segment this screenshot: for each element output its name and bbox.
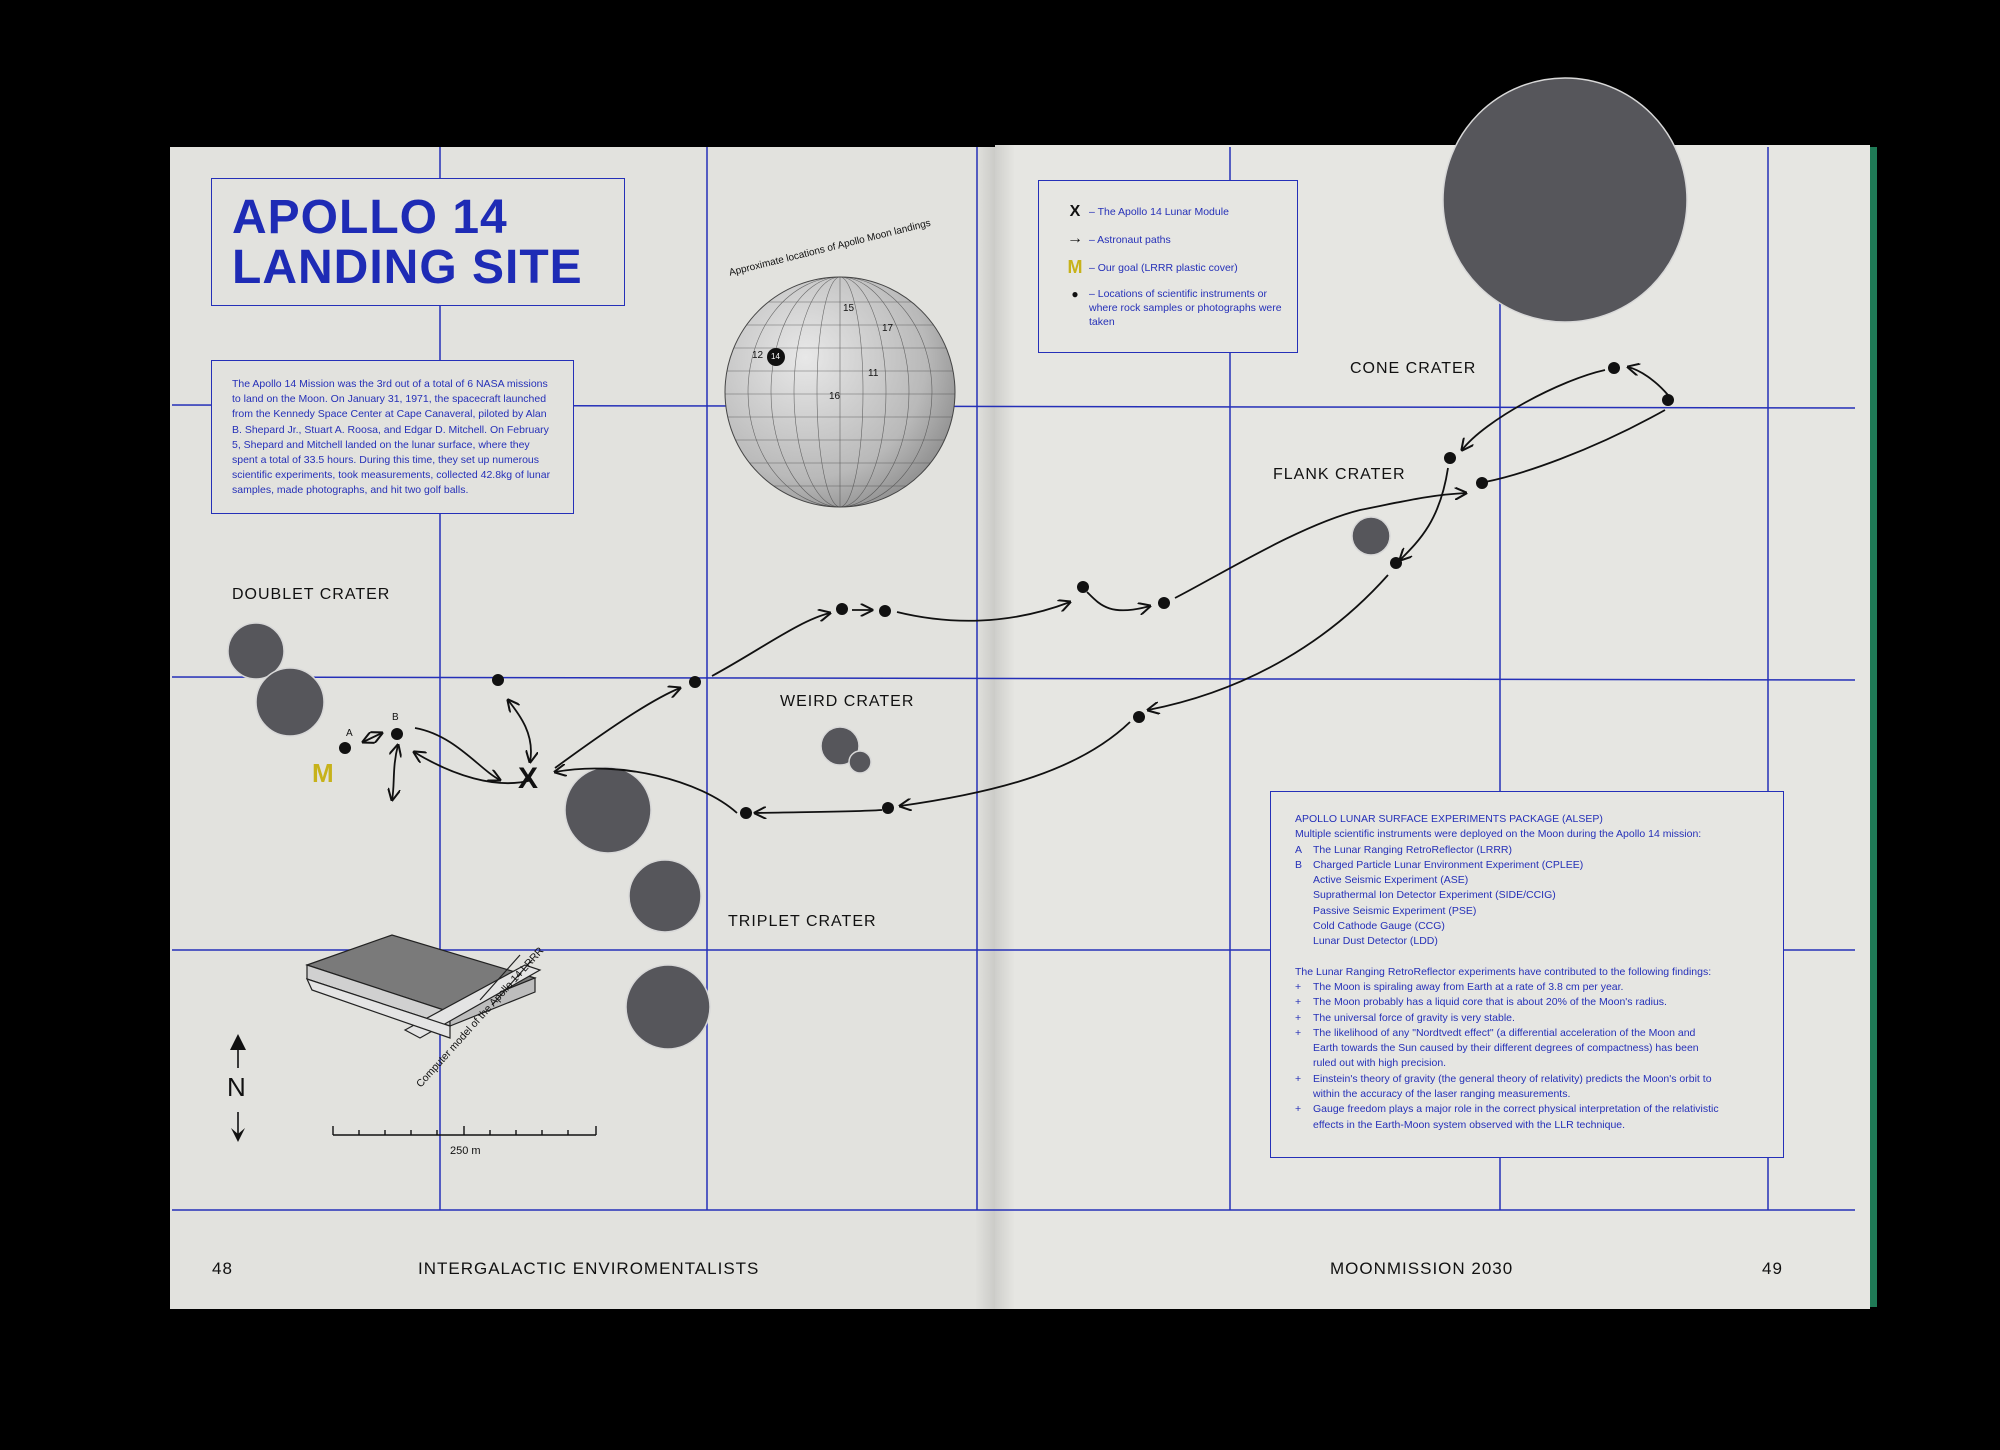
flank-crater-shape	[1351, 516, 1391, 556]
cone-crater-shape	[1442, 77, 1688, 323]
finding-item: +Gauge freedom plays a major role in the…	[1295, 1103, 1719, 1131]
scale-bar	[332, 1126, 597, 1136]
flank-crater-label: FLANK CRATER	[1273, 466, 1406, 483]
finding-item: +The likelihood of any "Nordtvedt effect…	[1295, 1026, 1699, 1070]
weird-crater-shape	[820, 726, 860, 766]
path-arrow-icon: →	[1067, 230, 1083, 247]
doublet-crater-label: DOUBLET CRATER	[232, 586, 391, 603]
goal-m-marker: M	[312, 758, 334, 788]
north-arrow	[230, 1034, 246, 1142]
station-a-label: A	[346, 728, 353, 739]
station-b-dot	[391, 728, 403, 740]
legend-item: – Locations of scientific instruments or…	[1089, 288, 1282, 328]
moon-globe	[724, 276, 956, 508]
weird-crater-label: WEIRD CRATER	[780, 693, 915, 710]
alsep-heading: APOLLO LUNAR SURFACE EXPERIMENTS PACKAGE…	[1295, 813, 1603, 825]
findings-intro: The Lunar Ranging RetroReflector experim…	[1295, 965, 1712, 978]
doublet-crater-shape	[255, 667, 325, 737]
weird-crater-shape	[848, 750, 872, 774]
doublet-crater-shape	[227, 622, 285, 680]
alsep-box: APOLLO LUNAR SURFACE EXPERIMENTS PACKAGE…	[1270, 791, 1784, 1158]
globe-site-16: 16	[829, 391, 841, 402]
intro-box: The Apollo 14 Mission was the 3rd out of…	[211, 360, 574, 514]
instrument-item: Passive Seismic Experiment (PSE)	[1313, 904, 1477, 917]
finding-item: +The Moon probably has a liquid core tha…	[1295, 996, 1667, 1009]
alsep-intro: Multiple scientific instruments were dep…	[1295, 828, 1702, 841]
page-title: APOLLO 14 LANDING SITE	[232, 191, 583, 294]
legend-item: – The Apollo 14 Lunar Module	[1089, 206, 1229, 218]
finding-item: +The universal force of gravity is very …	[1295, 1011, 1515, 1024]
page-number-left: 48	[212, 1259, 233, 1278]
finding-item: +Einstein's theory of gravity (the gener…	[1295, 1072, 1712, 1101]
title-box: APOLLO 14 LANDING SITE	[211, 178, 625, 306]
triplet-crater-shape	[628, 859, 702, 933]
instrument-item: Lunar Dust Detector (LDD)	[1313, 935, 1438, 948]
page-number-right: 49	[1762, 1259, 1783, 1278]
triplet-crater-shape	[625, 964, 711, 1050]
astronaut-paths	[363, 367, 1669, 813]
globe-site-15: 15	[843, 303, 855, 314]
station-dot-icon: ●	[1071, 287, 1079, 301]
north-label: N	[227, 1072, 247, 1102]
instrument-item: Cold Cathode Gauge (CCG)	[1313, 920, 1445, 933]
cone-crater-label: CONE CRATER	[1350, 360, 1477, 377]
lunar-module-x-marker: X	[518, 762, 539, 795]
finding-item: +The Moon is spiraling away from Earth a…	[1295, 980, 1624, 993]
globe-site-11: 11	[868, 368, 879, 379]
legend-item: – Our goal (LRRR plastic cover)	[1089, 262, 1238, 274]
lrrr-model	[305, 934, 542, 1039]
station-b-label: B	[392, 712, 399, 723]
triplet-crater-label: TRIPLET CRATER	[728, 913, 877, 930]
instrument-item: Suprathermal Ion Detector Experiment (SI…	[1313, 889, 1556, 902]
legend-item: – Astronaut paths	[1089, 234, 1171, 246]
globe-site-17: 17	[882, 323, 894, 334]
cover-edge	[1870, 147, 1877, 1307]
triplet-crater-shape	[564, 766, 652, 854]
intro-text: The Apollo 14 Mission was the 3rd out of…	[232, 378, 551, 497]
lunar-module-x-icon: X	[1069, 203, 1081, 220]
station-dots	[339, 362, 1674, 819]
book-gutter	[975, 145, 1015, 1310]
globe-site-14: 14	[771, 352, 780, 361]
globe-site-12: 12	[752, 350, 764, 361]
station-a-dot	[339, 742, 351, 754]
scale-label: 250 m	[450, 1145, 481, 1157]
footer-title-left: INTERGALACTIC ENVIROMENTALISTS	[418, 1259, 760, 1278]
instrument-item: Active Seismic Experiment (ASE)	[1313, 874, 1469, 887]
footer-title-right: MOONMISSION 2030	[1330, 1259, 1514, 1278]
goal-m-icon: M	[1067, 257, 1083, 277]
legend-box: X – The Apollo 14 Lunar Module → – Astro…	[1038, 180, 1298, 353]
craters	[227, 77, 1688, 1050]
alsep-text: APOLLO LUNAR SURFACE EXPERIMENTS PACKAGE…	[1295, 812, 1759, 1133]
